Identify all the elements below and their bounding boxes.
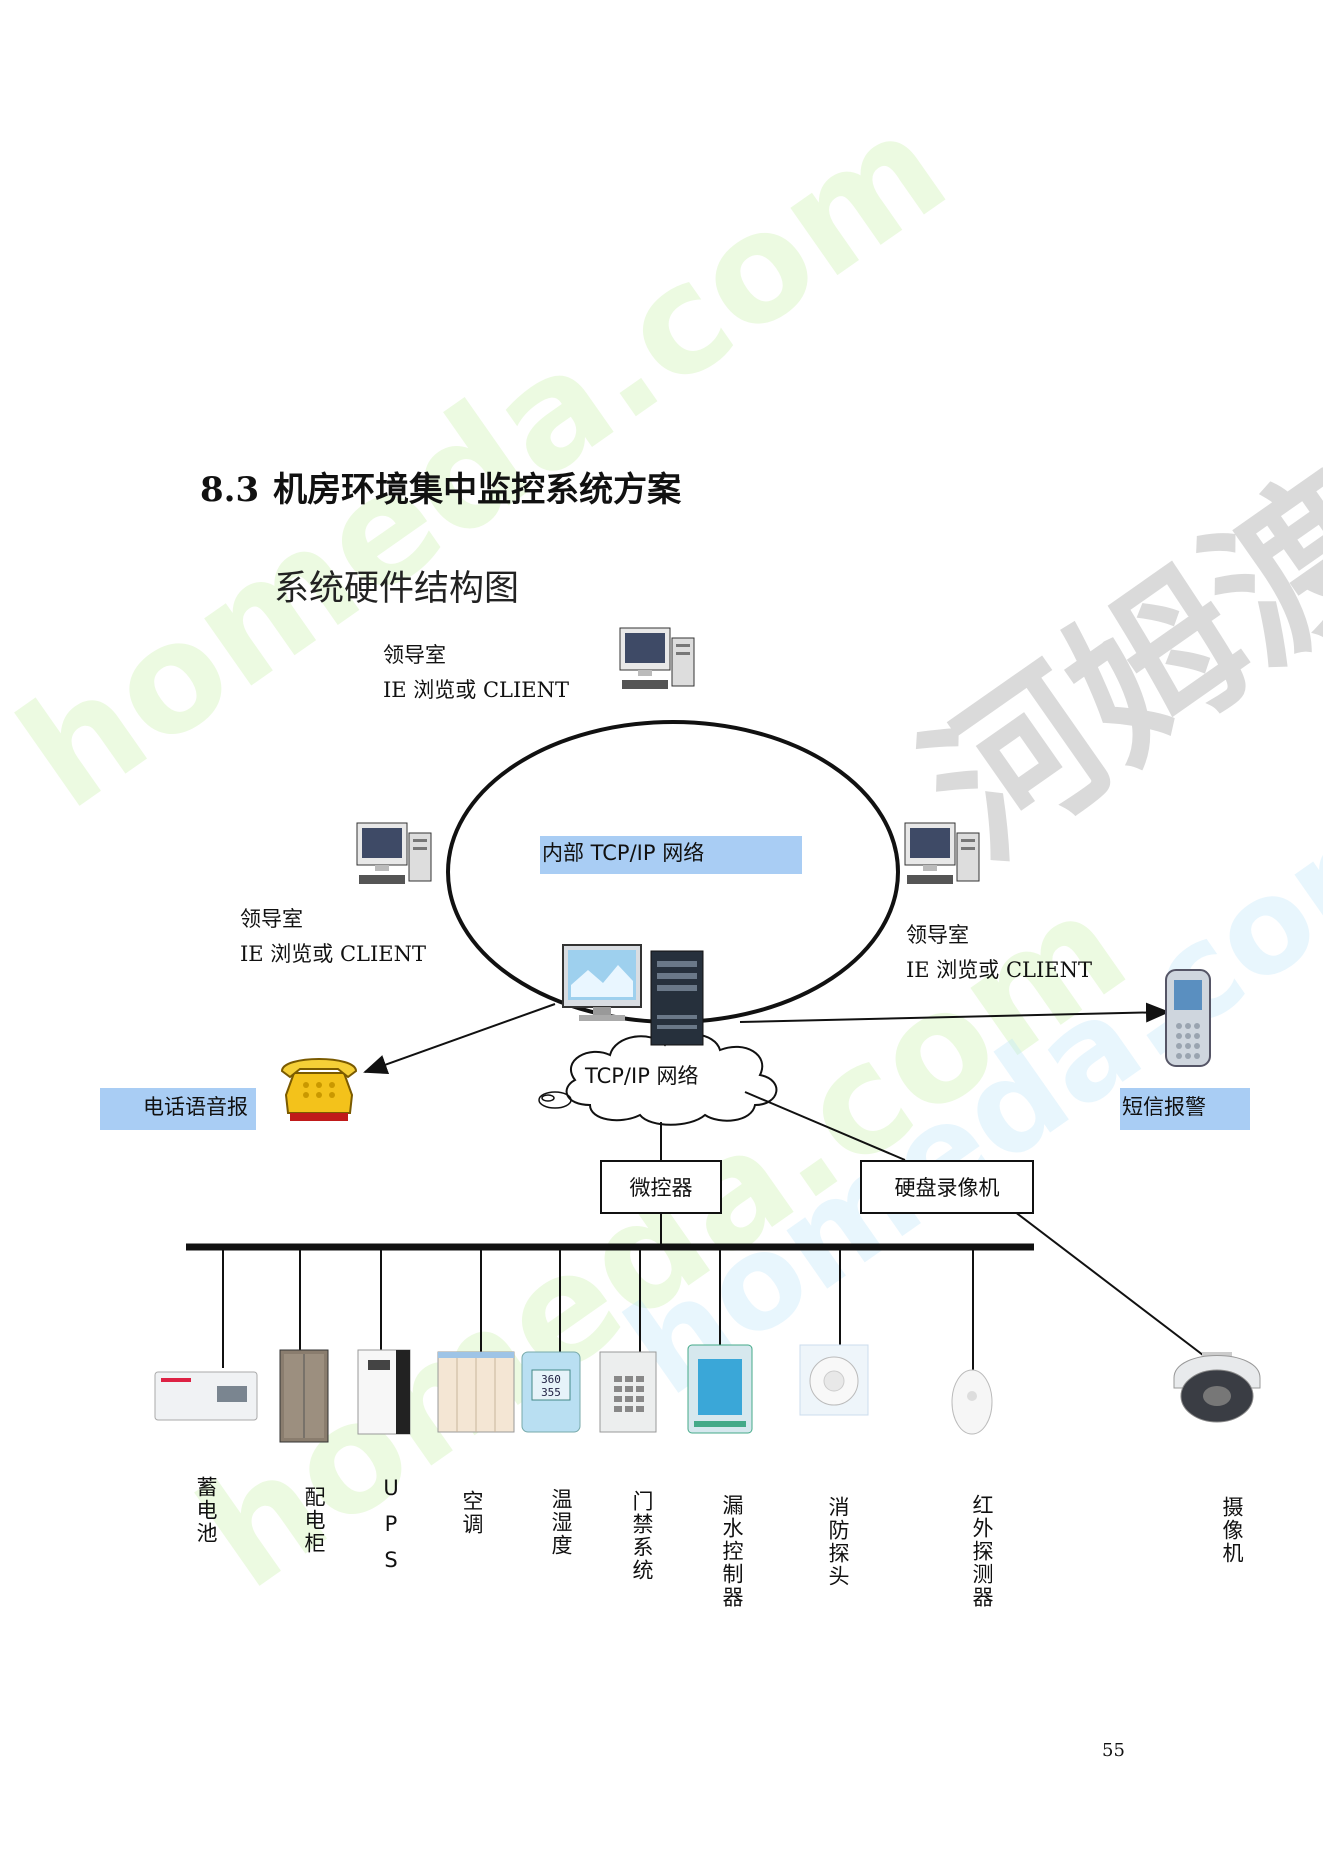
arrow-to-phone (363, 1003, 556, 1075)
cloud-puff (538, 1091, 572, 1109)
tcpip-cloud (565, 1033, 778, 1126)
thermo-reading-2: 355 (541, 1386, 561, 1399)
smoke-detector-icon (799, 1344, 869, 1416)
microcontroller-box: 微控器 (600, 1160, 722, 1214)
cloud-puff-small (541, 1094, 555, 1102)
client-left-line1: 领导室 (240, 907, 303, 931)
computer-icon-right (904, 822, 980, 884)
distribution-cabinet-icon (279, 1349, 329, 1443)
device-label-camera: 摄像机 (1220, 1496, 1244, 1565)
client-left-line2: IE 浏览或 CLIENT (240, 942, 426, 966)
infrared-detector-icon (951, 1369, 993, 1435)
client-top-label: 领导室 IE 浏览或 CLIENT (383, 638, 569, 708)
telephone-icon (280, 1058, 358, 1121)
battery-device-icon (154, 1371, 258, 1421)
thermo-reading-1: 360 (541, 1373, 561, 1386)
client-right-line1: 领导室 (906, 923, 969, 947)
device-label-battery: 蓄电池 (194, 1476, 218, 1545)
mobile-phone-icon (1165, 969, 1211, 1067)
section-title: 机房环境集中监控系统方案 (273, 470, 682, 510)
dome-camera-icon (1173, 1352, 1261, 1423)
link-cloud-dvr (744, 1091, 906, 1161)
device-label-thermo: 温湿度 (549, 1488, 573, 1557)
device-label-leak: 漏水控制器 (720, 1494, 744, 1609)
tcpip-cloud-label: TCP/IP 网络 (585, 1064, 699, 1088)
device-label-ups: UPS (379, 1476, 403, 1584)
water-leak-controller-icon (687, 1344, 753, 1434)
device-label-infrared: 红外探测器 (970, 1494, 994, 1609)
page-number: 55 (1102, 1740, 1125, 1761)
air-conditioner-icon (437, 1351, 515, 1433)
internal-network-label: 内部 TCP/IP 网络 (540, 836, 802, 874)
link-dvr-camera (1009, 1207, 1221, 1369)
device-label-distribution: 配电柜 (302, 1486, 326, 1555)
computer-icon-top (619, 627, 695, 689)
client-right-line2: IE 浏览或 CLIENT (906, 958, 1092, 982)
phone-alarm-label: 电话语音报 (100, 1088, 256, 1130)
sms-alarm-label: 短信报警 (1120, 1088, 1250, 1130)
diagram-subtitle: 系统硬件结构图 (274, 569, 520, 609)
computer-icon-left (356, 822, 432, 884)
temperature-humidity-sensor-icon: 360 355 (521, 1351, 581, 1433)
access-control-keypad-icon (599, 1351, 657, 1433)
client-top-line2: IE 浏览或 CLIENT (383, 678, 569, 702)
client-right-label: 领导室 IE 浏览或 CLIENT (906, 918, 1092, 988)
device-label-aircon: 空调 (460, 1490, 484, 1536)
ups-device-icon (357, 1349, 411, 1435)
section-heading: 8.3 机房环境集中监控系统方案 (200, 462, 681, 511)
server-workstation-icon (562, 944, 704, 1046)
dvr-box: 硬盘录像机 (860, 1160, 1034, 1214)
section-number: 8.3 (200, 470, 260, 510)
client-top-line1: 领导室 (383, 643, 446, 667)
arrow-to-mobile (739, 1002, 1170, 1023)
device-label-access: 门禁系统 (630, 1490, 654, 1582)
device-label-smoke: 消防探头 (826, 1496, 850, 1588)
client-left-label: 领导室 IE 浏览或 CLIENT (240, 902, 426, 972)
